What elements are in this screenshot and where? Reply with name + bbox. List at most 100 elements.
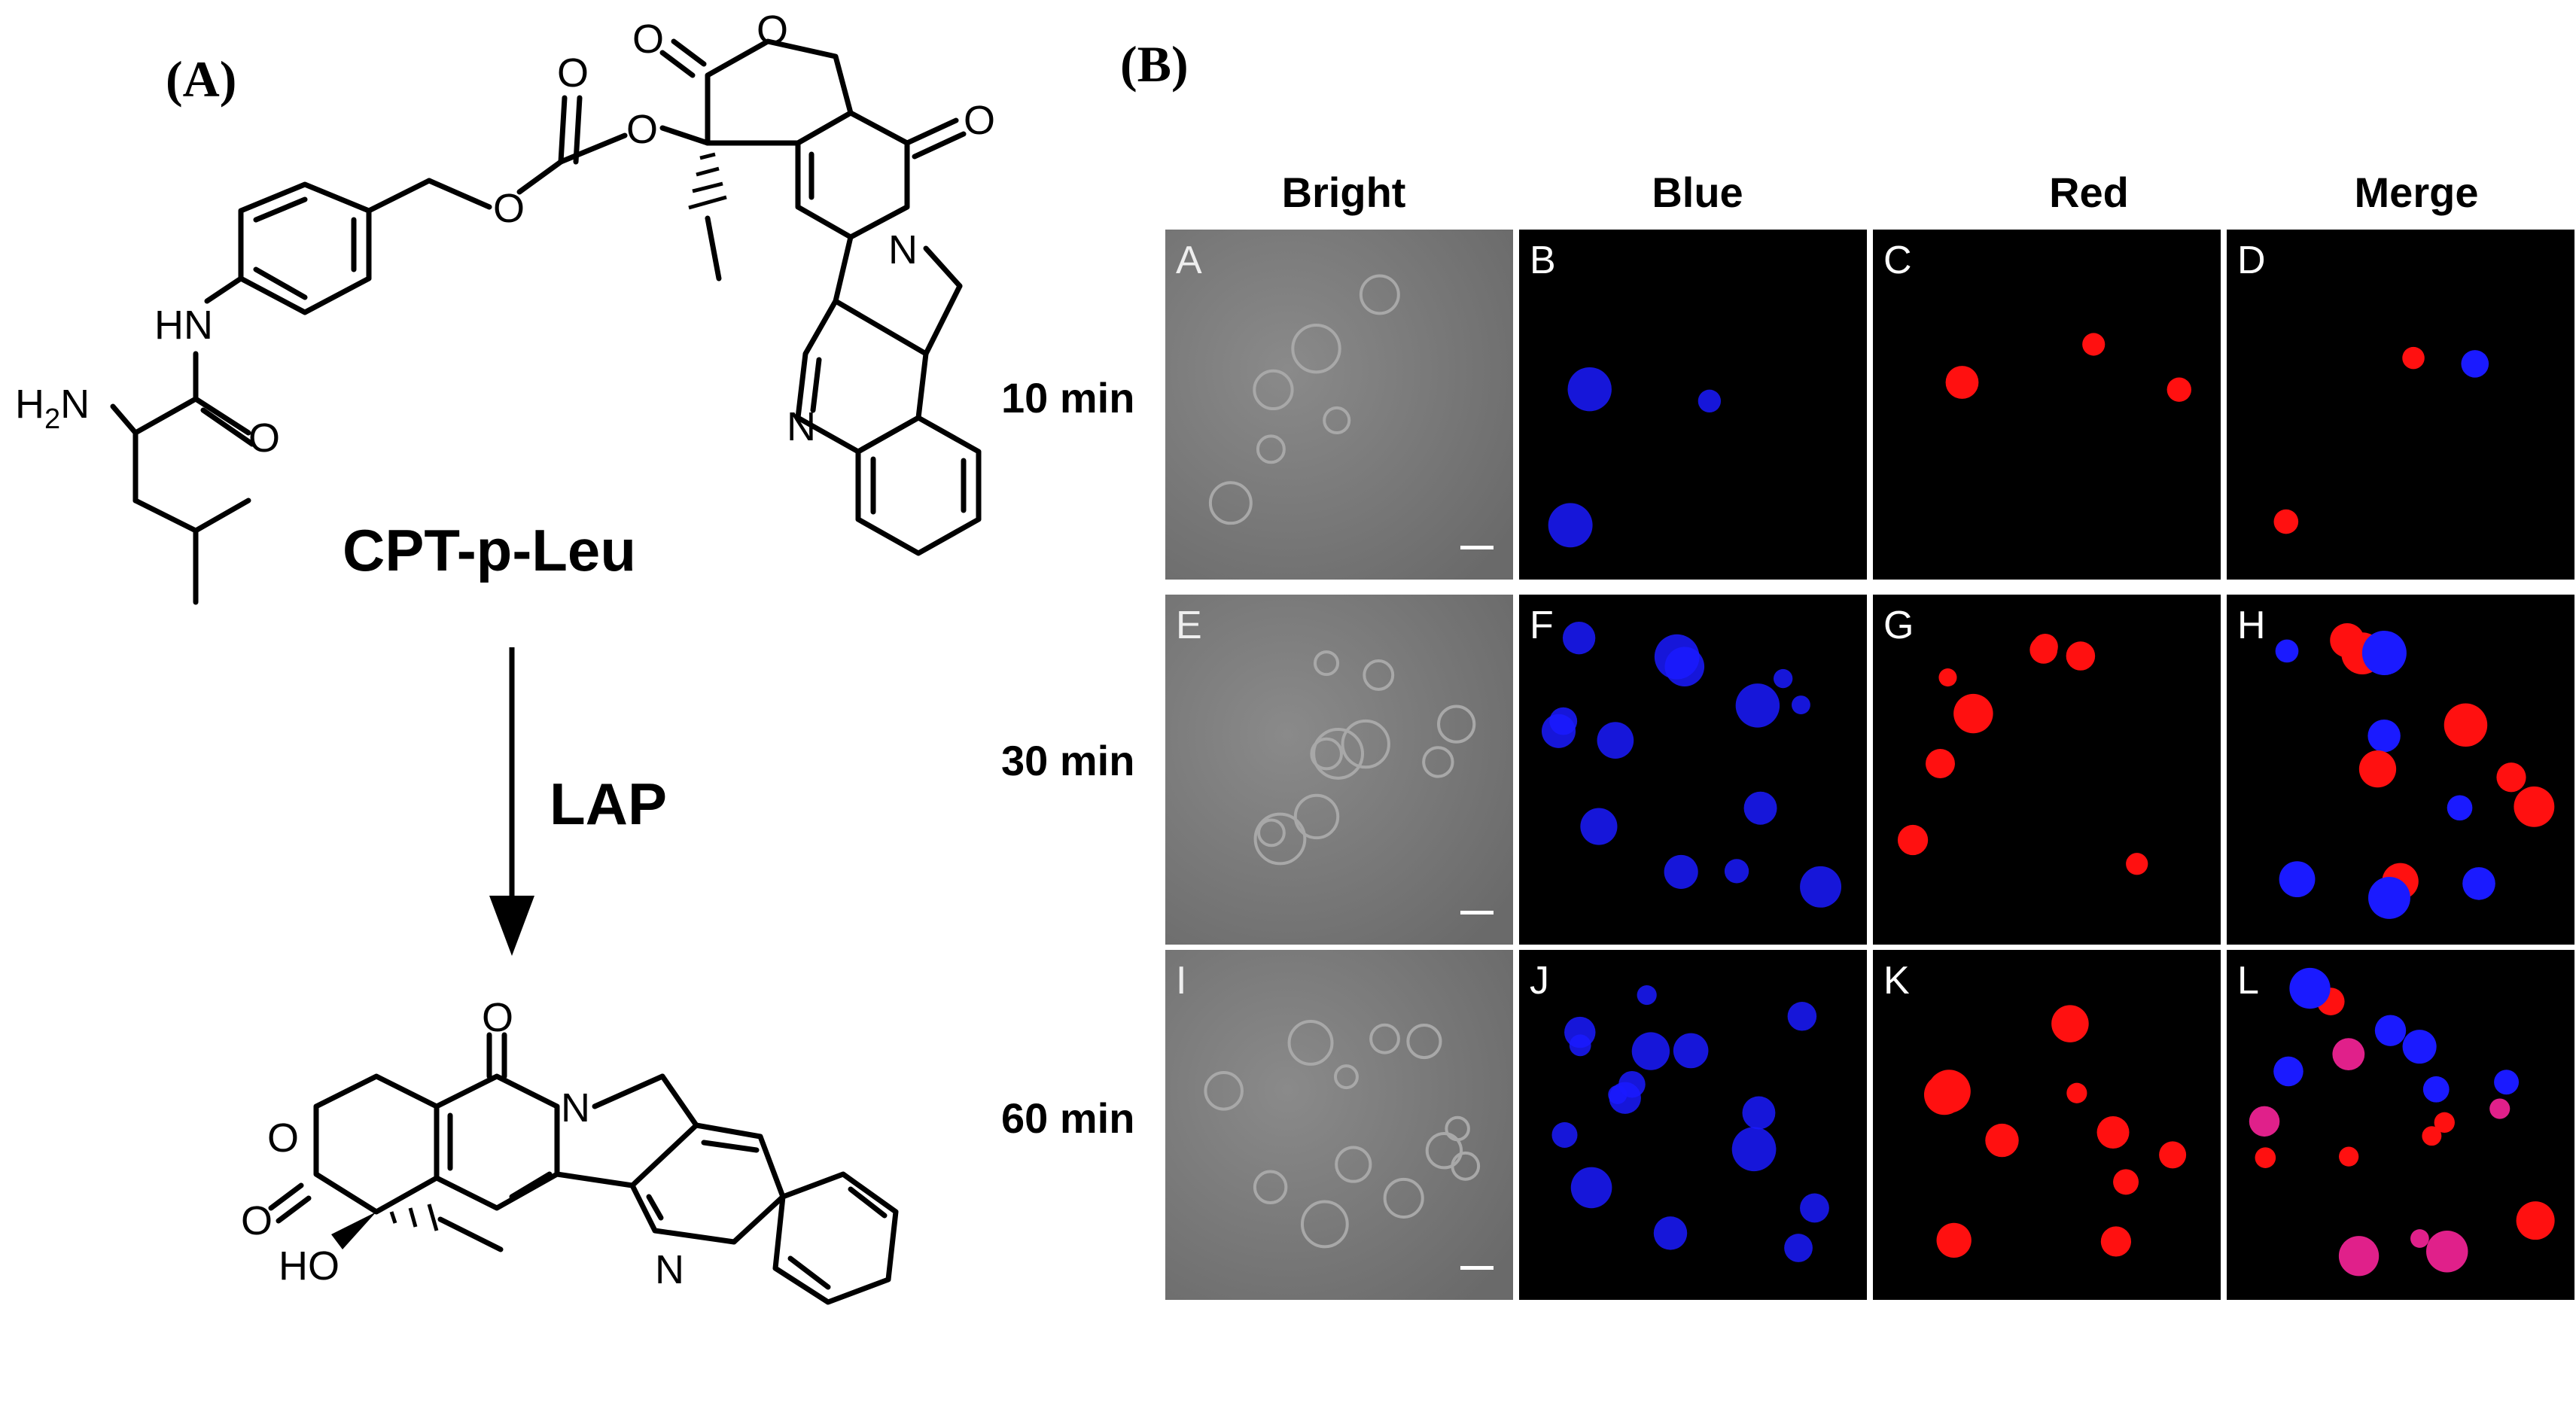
cell-outline — [1335, 1146, 1372, 1183]
tile-background — [1873, 230, 2221, 580]
cell-signal — [2339, 1146, 2359, 1167]
tile-letter: L — [2237, 959, 2259, 1003]
cell-outline — [1208, 481, 1253, 525]
cell-outline — [1425, 1132, 1463, 1170]
cell-signal — [1618, 1070, 1646, 1098]
cell-signal — [1735, 683, 1780, 728]
micrograph-tile-g: G — [1873, 595, 2221, 945]
hashed-bond-2 — [389, 1204, 439, 1231]
cell-outline — [1253, 812, 1307, 866]
cell-signal — [1800, 1193, 1829, 1223]
cell-signal — [1569, 1034, 1591, 1057]
atom-o-lactone-carbonyl-2: O — [241, 1198, 273, 1243]
cell-signal — [2462, 867, 2495, 900]
cell-outline — [1359, 274, 1400, 315]
cell-outline — [1312, 727, 1365, 780]
cell-signal — [2275, 639, 2299, 663]
cell-signal — [2029, 635, 2058, 664]
cell-signal — [2367, 719, 2401, 753]
cell-signal — [2496, 762, 2526, 793]
cell-signal — [2096, 1115, 2130, 1149]
cell-signal — [1985, 1123, 2019, 1158]
cell-outline — [1287, 1019, 1334, 1066]
cell-signal — [1570, 1167, 1612, 1209]
atom-n-quinoline-2: N — [655, 1247, 684, 1292]
scale-bar — [1460, 1266, 1494, 1270]
cell-signal — [2461, 350, 2489, 378]
cell-outline — [1310, 737, 1343, 771]
cell-outline — [1323, 406, 1351, 435]
tile-letter: I — [1176, 959, 1186, 1003]
tile-letter: F — [1530, 604, 1554, 647]
column-header-red: Red — [2049, 169, 2129, 216]
tile-background — [1873, 950, 2221, 1300]
cell-signal — [2422, 1126, 2442, 1146]
camptothecin-structure: O O HO O N — [241, 995, 899, 1305]
cell-signal — [1897, 824, 1929, 856]
enzyme-label: LAP — [550, 771, 667, 837]
cell-signal — [1637, 984, 1657, 1006]
tile-letter: K — [1883, 959, 1910, 1003]
micrograph-tile-e: E — [1165, 595, 1513, 945]
cell-signal — [2514, 786, 2555, 827]
hashed-bond — [688, 152, 727, 210]
cell-signal — [2100, 1226, 2131, 1257]
cell-signal — [1698, 389, 1722, 413]
cell-signal — [2159, 1141, 2187, 1169]
micrograph-tile-f: F — [1519, 595, 1867, 945]
panel-b: (B) Bright Blue Red Merge 10 min 30 min … — [1001, 35, 2574, 1300]
micrograph-tile-l: L — [2227, 950, 2574, 1300]
cell-signal — [2249, 1106, 2280, 1137]
atom-o-amide: O — [248, 415, 280, 461]
cell-signal — [2422, 1076, 2450, 1103]
micrograph-tile-c: C — [1873, 230, 2221, 580]
cell-signal — [2126, 853, 2148, 875]
tile-background — [2227, 950, 2574, 1300]
tile-background — [1165, 230, 1513, 580]
cell-signal — [1653, 1216, 1688, 1250]
cell-signal — [1731, 1127, 1777, 1172]
cell-outline — [1369, 1023, 1400, 1054]
micrograph-tile-k: K — [1873, 950, 2221, 1300]
tile-letter: J — [1530, 959, 1549, 1003]
compound-name: CPT-p-Leu — [343, 517, 636, 583]
micrograph-tile-a: A — [1165, 230, 1513, 580]
cell-outline — [1253, 1170, 1288, 1204]
cell-outline — [1300, 1200, 1349, 1249]
cell-signal — [1787, 1001, 1817, 1031]
cell-signal — [1743, 791, 1777, 825]
scale-bar — [1460, 911, 1494, 914]
cell-outline — [1437, 704, 1476, 744]
cell-signal — [2410, 1229, 2429, 1248]
cell-signal — [1664, 647, 1705, 686]
cell-signal — [2082, 333, 2106, 356]
tile-letter: H — [2237, 604, 2266, 647]
cell-signal — [1631, 1032, 1670, 1070]
atom-o-lactone: O — [757, 8, 788, 53]
panel-b-label: (B) — [1120, 35, 1189, 93]
cell-signal — [1551, 1121, 1578, 1148]
cell-signal — [1664, 854, 1698, 889]
cell-signal — [2444, 703, 2488, 747]
atom-h2n: H2N — [15, 382, 90, 435]
row-label-30min: 30 min — [1001, 737, 1134, 784]
cell-outline — [1204, 1071, 1244, 1111]
atom-o-pyridone: O — [964, 98, 995, 143]
micrograph-tile-j: J — [1519, 950, 1867, 1300]
cell-signal — [2361, 631, 2407, 676]
cell-outline — [1253, 369, 1294, 411]
atom-ho: HO — [279, 1243, 340, 1289]
tile-letter: G — [1883, 604, 1914, 647]
cell-outline — [1406, 1023, 1442, 1060]
cell-signal — [1548, 503, 1593, 548]
tile-background — [1165, 595, 1513, 945]
cell-signal — [1927, 1070, 1971, 1113]
cell-signal — [2051, 1005, 2089, 1042]
cell-signal — [2066, 1082, 2087, 1103]
tile-letter: D — [2237, 239, 2266, 282]
tile-background — [1165, 950, 1513, 1300]
cell-outline — [1333, 1064, 1359, 1090]
reaction-arrow — [489, 647, 534, 956]
cell-signal — [1541, 714, 1576, 748]
